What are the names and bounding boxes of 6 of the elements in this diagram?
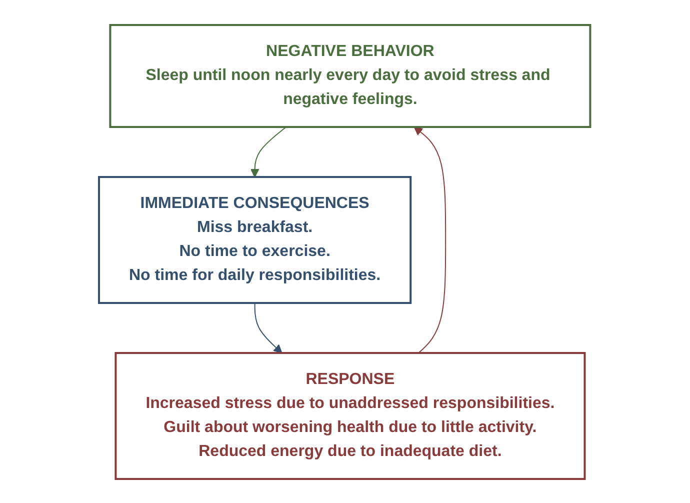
arrow <box>414 126 446 353</box>
node-box: RESPONSE Increased stress due to unaddressed responsibilities. Guilt about worsening health due to little activity. Reduced energy due to inadequate diet. <box>115 352 586 480</box>
node-box: NEGATIVE BEHAVIOR Sleep until noon nearly every day to avoid stress and negative feelings. <box>110 24 592 128</box>
arrow <box>250 126 288 177</box>
node-box: IMMEDIATE CONSEQUENCES Miss breakfast. No time to exercise. No time for daily responsibilities. <box>98 176 412 304</box>
arrow <box>254 302 283 353</box>
